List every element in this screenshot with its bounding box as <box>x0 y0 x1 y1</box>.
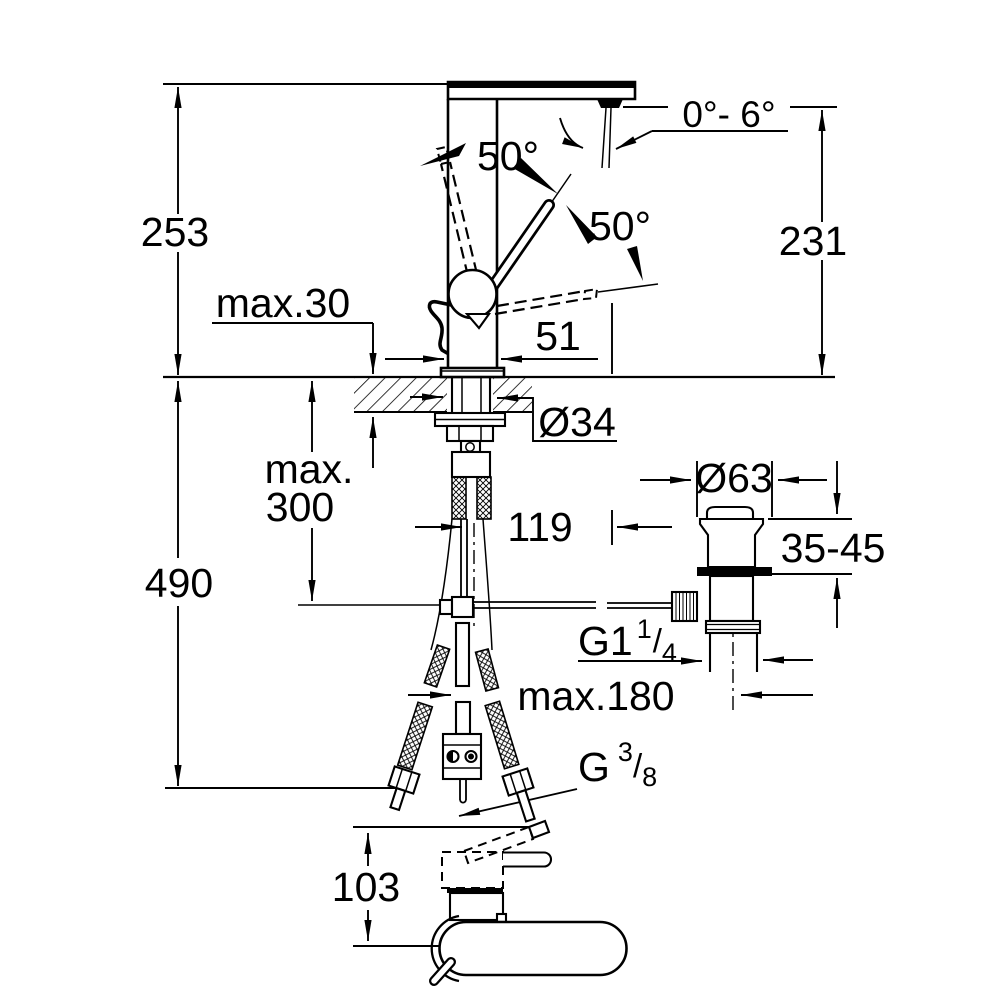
ext-103 <box>353 826 543 947</box>
pop-up-rod <box>460 519 468 599</box>
hose-upper-right <box>474 648 500 692</box>
mounting-nut <box>445 424 495 443</box>
waste-deck-range-label: 35-45 <box>781 525 886 571</box>
plan-body-lower <box>448 891 505 922</box>
hose-nut-left <box>387 765 421 812</box>
waste-valve <box>670 505 772 710</box>
aerator-icon <box>597 99 623 108</box>
plan-handle-dashed-tip <box>527 819 551 840</box>
rod-tail <box>459 779 467 800</box>
leader-max30 <box>212 322 374 372</box>
arc50-back-lower-arrow <box>627 246 643 281</box>
horizontal-link-rod <box>473 601 672 609</box>
collar-lines <box>706 623 760 631</box>
rod-section-lower <box>454 700 472 736</box>
handle-dashed-back-tip <box>582 287 599 301</box>
aerator-angle-label: 0°- 6° <box>682 94 775 135</box>
handle-angle-back-label: 50° <box>589 203 651 249</box>
max-linkage-label: max.180 <box>517 673 674 719</box>
counter-section <box>163 375 835 413</box>
arc50-back-upper-arrow <box>566 205 597 244</box>
base-depth-label: 103 <box>332 864 400 910</box>
ext-3545 <box>768 518 852 575</box>
stream-angle-lines <box>601 107 612 169</box>
connection-block <box>450 450 492 479</box>
plan-pull-knob-fill <box>431 959 454 984</box>
base-plate <box>439 366 506 379</box>
handle-angle-front-label: 50° <box>477 133 539 179</box>
plan-handle-side <box>503 851 553 868</box>
leader-angle-arrow <box>615 130 653 150</box>
body-width-label: 51 <box>535 313 581 359</box>
knob-knurl <box>675 592 694 621</box>
deck-hatch-right <box>493 377 532 412</box>
handle-lever-fill <box>489 201 553 290</box>
hose-curve-left <box>430 518 453 651</box>
handle-dashed-back <box>494 289 586 316</box>
spout-reach-label: 119 <box>507 504 572 550</box>
adjuster-lines <box>443 744 481 769</box>
dim-overall-height-label: 253 <box>141 209 209 255</box>
valve-tailpipe <box>708 633 759 672</box>
faucet-elevation <box>427 80 659 379</box>
hose-lower-right <box>484 700 520 770</box>
hose-lower-left <box>396 701 434 771</box>
valve-upper-body <box>698 517 765 569</box>
dim-below-deck-label: 490 <box>145 560 213 606</box>
dim-outlet-height-label: 231 <box>779 218 847 264</box>
max-rod-label-line2: 300 <box>266 484 334 530</box>
arc50-front-right-arrow <box>513 158 558 194</box>
handle-dashed-back-axis <box>597 283 659 293</box>
valve-plug-dome <box>705 505 755 519</box>
cartridge-triangle <box>464 312 492 330</box>
dimension-labels: 253 490 231 0°- 6° 50° 50° max.30 51 Ø34… <box>141 94 886 910</box>
waste-flange-label: Ø63 <box>695 455 773 501</box>
plan-escutcheon-arc <box>430 914 460 983</box>
handle-dashed-up <box>439 161 479 277</box>
hose-upper-left <box>423 643 451 689</box>
pivot-ball <box>447 268 498 320</box>
dim-o34-right-leader <box>497 394 617 442</box>
plan-body-front-edge <box>447 888 503 893</box>
arc-angle-arrow <box>559 117 584 149</box>
spout-top-edge <box>448 82 635 88</box>
dimension-lines <box>163 83 852 947</box>
hose-nut-right <box>501 767 536 823</box>
plan-body-dashed <box>441 851 504 889</box>
hole-diameter-label: Ø34 <box>538 399 616 445</box>
plan-view <box>429 819 628 986</box>
leader-g38 <box>458 788 578 817</box>
adjuster-screw-right-dark <box>468 753 474 760</box>
rod-section-upper <box>454 621 471 688</box>
ext-o63 <box>696 461 773 517</box>
arc50-front-left-arrow <box>420 143 466 166</box>
body-column <box>446 99 499 367</box>
valve-lower-body <box>708 574 755 623</box>
link-end-cap <box>438 598 454 616</box>
hose-braid-left <box>451 476 467 520</box>
max-rod-label-line1: max. <box>265 446 354 492</box>
link-coupling <box>450 595 475 619</box>
pull-rod-knob <box>427 299 458 355</box>
deck-hatch-left <box>354 377 447 412</box>
plan-spout-outline <box>438 920 628 977</box>
valve-seal-ring <box>697 567 772 576</box>
under-deck-assembly <box>387 377 672 823</box>
shank-inner-lines <box>461 377 482 413</box>
mounting-shank <box>450 377 492 413</box>
max-deck-label: max.30 <box>216 280 350 326</box>
rod-tail-tip <box>459 799 467 804</box>
nut-flats <box>458 426 482 441</box>
hose-curve-right <box>482 518 493 651</box>
hose-braid-right <box>476 476 492 520</box>
adjuster-screw-left-dark <box>447 751 453 762</box>
valve-collar <box>704 619 762 635</box>
